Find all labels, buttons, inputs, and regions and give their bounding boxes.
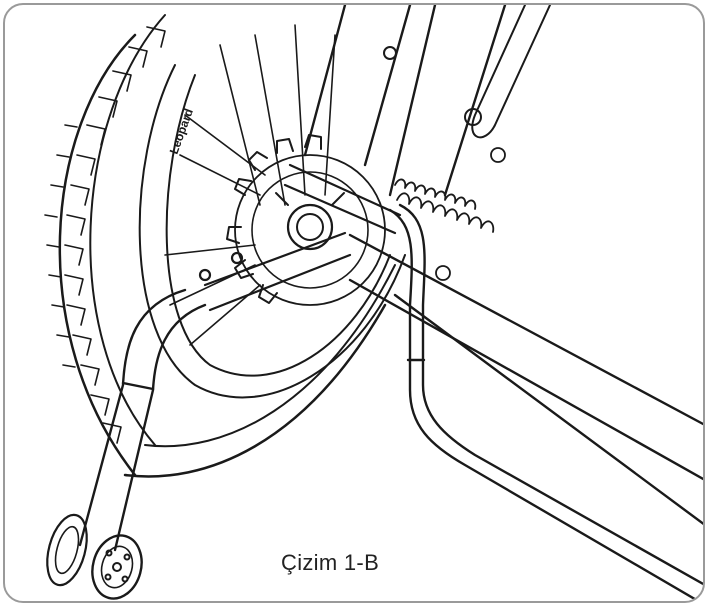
tension-spring — [394, 147, 506, 233]
figure-caption: Çizim 1-B — [281, 550, 380, 575]
tire-tread — [44, 26, 166, 444]
hub-sprocket — [226, 134, 386, 306]
exercise-bike-rear-assembly-drawing: Leopard — [44, 5, 703, 601]
stabilizer-handle — [388, 203, 703, 601]
main-frame-beam — [348, 233, 703, 526]
transport-leg — [78, 288, 207, 552]
flywheel-tire: Leopard — [44, 14, 396, 478]
axle-crossbar — [198, 163, 402, 312]
upper-frame-tube — [303, 5, 551, 197]
transport-wheels — [46, 513, 143, 600]
figure-frame: Leopard — [3, 3, 705, 603]
